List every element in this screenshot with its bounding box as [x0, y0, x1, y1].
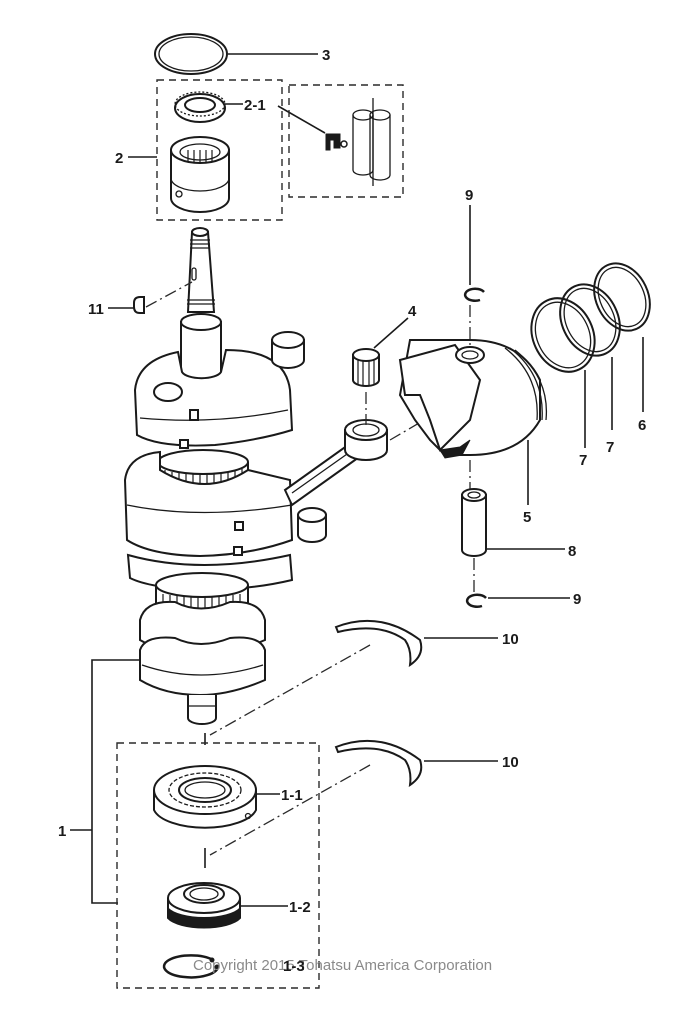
- bearing-housing-part: [170, 136, 230, 213]
- callout-9-top-visible: 9: [465, 187, 473, 204]
- callout-11: 11: [88, 301, 104, 318]
- callout-8: 8: [568, 543, 576, 560]
- callout-9-lower: 9: [573, 591, 581, 608]
- callout-1-1: 1-1: [281, 787, 303, 804]
- needle-bearing-part: [352, 348, 380, 387]
- callout-7a: 7: [579, 452, 587, 469]
- oil-seal-part: [174, 91, 226, 123]
- pin-alignment-line: [389, 404, 451, 441]
- callout-3: 3: [322, 47, 330, 64]
- clip-upper-part: [463, 287, 485, 303]
- callout-4: 4: [408, 303, 417, 320]
- callout-1-3: 1-3: [283, 958, 305, 975]
- bracket-1: [91, 659, 140, 904]
- lower-oil-seal-part: [167, 882, 241, 929]
- group-box-2: [156, 79, 283, 221]
- callout-1: 1: [58, 823, 66, 840]
- callout-7b: 7: [606, 439, 614, 456]
- callout-5: 5: [523, 509, 531, 526]
- thrust-washer-upper-part: [334, 619, 423, 668]
- o-ring-part: [154, 33, 228, 75]
- leader-4: [373, 317, 409, 349]
- leader-2-1-detail: [277, 105, 326, 134]
- callout-2-1: 2-1: [244, 97, 266, 114]
- woodruff-key-part: [133, 296, 145, 314]
- callout-10-lower: 10: [502, 754, 519, 771]
- piston-ring-top-part: [593, 262, 651, 332]
- seal-orientation-detail: [325, 98, 391, 186]
- detail-box-seal-orientation: [288, 84, 404, 198]
- ball-bearing-part: [153, 765, 257, 829]
- callout-6: 6: [638, 417, 646, 434]
- thrust-washer-lower-part: [334, 739, 423, 788]
- connecting-rod-part: [283, 419, 388, 507]
- clip-lower-part: [465, 593, 487, 609]
- piston-ring-2-part: [559, 283, 621, 357]
- snap-ring-part: [162, 954, 220, 979]
- piston-pin-part: [461, 488, 487, 557]
- washer-alignment-lower: [209, 764, 371, 856]
- piston-part: [398, 339, 548, 459]
- callout-2: 2: [115, 150, 123, 167]
- copyright-watermark: Copyright 2015 Tohatsu America Corporati…: [193, 957, 492, 974]
- crankshaft-part: [123, 227, 327, 725]
- key-alignment-line: [145, 281, 193, 308]
- piston-ring-1-part: [530, 297, 596, 373]
- callout-10-upper: 10: [502, 631, 519, 648]
- washer-alignment-upper: [209, 644, 371, 736]
- group-box-1: [116, 742, 320, 989]
- callout-1-2: 1-2: [289, 899, 311, 916]
